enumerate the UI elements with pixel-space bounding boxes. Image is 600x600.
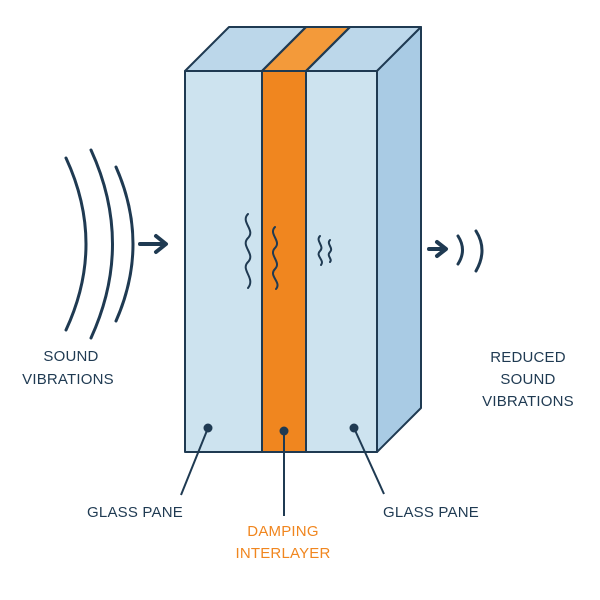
outgoing-arrow-icon (427, 240, 448, 258)
glass-block (184, 26, 422, 453)
glass-pane-right (305, 70, 378, 453)
label-sound-vibrations: SOUND VIBRATIONS (22, 348, 114, 388)
damping-interlayer (261, 70, 307, 453)
label-line: SOUND (500, 371, 555, 388)
label-line: DAMPING (247, 523, 318, 540)
label-reduced-sound-vibrations: REDUCED SOUND VIBRATIONS (482, 349, 574, 410)
sound-wave-arc (64, 156, 88, 332)
leader-line-right-pane (353, 427, 385, 495)
vibration-squiggle (244, 213, 252, 289)
vibration-squiggle (272, 226, 279, 290)
label-line: REDUCED (490, 349, 566, 366)
label-glass-pane-left: GLASS PANE (87, 504, 183, 521)
incoming-sound-waves-icon (64, 148, 135, 340)
leader-lines (180, 427, 385, 516)
vibration-squiggle (317, 235, 323, 266)
leader-dot (349, 423, 359, 433)
label-line: VIBRATIONS (482, 393, 574, 410)
label-line: SOUND (43, 348, 98, 365)
leader-dot (203, 423, 213, 433)
incoming-arrow-icon (138, 234, 168, 254)
leader-dot (279, 426, 289, 436)
leader-line-left-pane (180, 427, 209, 496)
label-line: INTERLAYER (235, 545, 330, 562)
label-damping-interlayer: DAMPING INTERLAYER (235, 523, 330, 562)
vibration-squiggles (244, 213, 333, 290)
vibration-squiggle (327, 239, 333, 263)
reduced-sound-waves-icon (456, 229, 484, 273)
label-glass-pane-right: GLASS PANE (383, 504, 479, 521)
glass-pane-left (184, 70, 263, 453)
leader-dots (203, 423, 359, 436)
label-line: VIBRATIONS (22, 371, 114, 388)
sound-wave-arc (114, 165, 135, 323)
sound-wave-arc (456, 234, 464, 266)
sound-wave-arc (474, 229, 484, 273)
sound-wave-arc (89, 148, 114, 340)
block-side-face (376, 26, 422, 453)
